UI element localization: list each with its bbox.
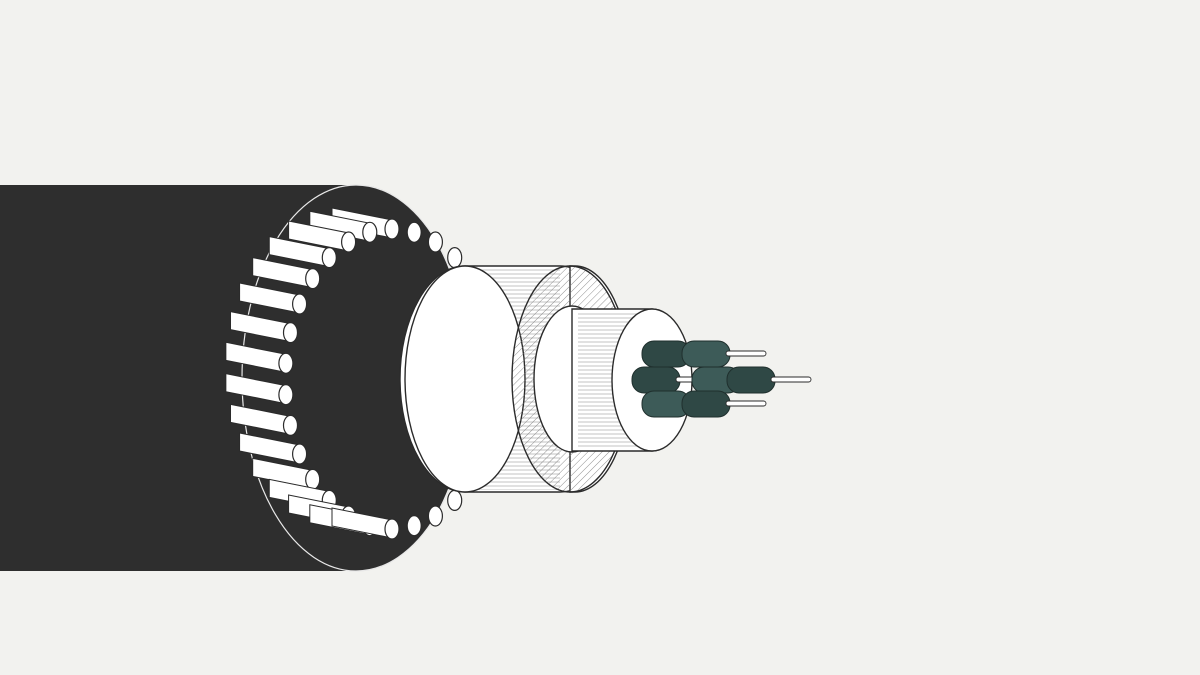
sheath-front (404, 265, 526, 493)
armor-wire-end (384, 218, 400, 240)
armor-wire-end (447, 489, 463, 511)
armor-wire-end (384, 518, 400, 540)
armor-wire-end (305, 468, 321, 490)
fiber-tube (631, 366, 681, 394)
fiber-tube (726, 366, 776, 394)
armor-wire-end (278, 384, 294, 406)
fiber-strand (725, 400, 767, 407)
armor-wire-end (341, 231, 357, 253)
fiber-strand (770, 376, 812, 383)
armor-wire-end (305, 268, 321, 290)
armor-wire-end (292, 293, 308, 315)
armor-wire-end (282, 322, 299, 344)
fiber-tube (681, 340, 731, 368)
armor-wire-end (406, 515, 422, 537)
armor-wire-end (362, 221, 378, 243)
armor-wire-end (282, 414, 299, 436)
armor-wire-end (278, 352, 294, 374)
armor-wires (225, 207, 506, 540)
armor-wire-end (321, 247, 337, 269)
armor-wire-end (427, 231, 443, 253)
armor-wire-end (292, 443, 308, 465)
fiber-tube (681, 390, 731, 418)
fiber-strand (725, 350, 767, 357)
armor-wire-end (406, 221, 422, 243)
armor-wire-end (427, 505, 443, 527)
armor-wire-end (447, 247, 463, 269)
fiber-bundle (631, 340, 812, 418)
